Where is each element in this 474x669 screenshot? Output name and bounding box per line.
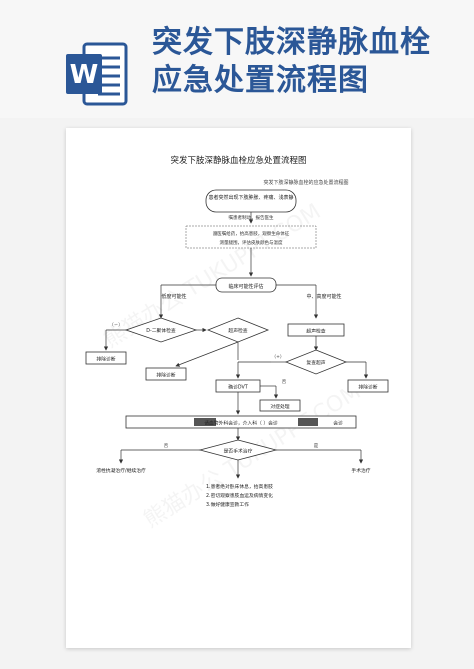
ultrasound-decision-label: 超声检查 <box>228 327 247 334</box>
step-notify: 嘱患者制动，报告医生 <box>229 214 274 221</box>
right-outcome-label: 手术治疗 <box>351 467 370 474</box>
ultrasound-recheck-label: 复查超声 <box>306 359 325 366</box>
left-outcome-label: 溶栓抗凝治疗/继续治疗 <box>96 467 146 474</box>
consult-label: 请血管外科会诊，介入科（ ）会诊 <box>204 420 278 427</box>
banner-title: 突发下肢深静脉血栓应急处置流程图 <box>152 25 431 98</box>
consult-blank-mark <box>194 418 216 426</box>
document-page: 突发下肢深静脉血栓应急处置流程图 熊猫办公 TUKUPPT.COM 熊猫办公 T… <box>66 128 411 648</box>
surgery-no-label: 否 <box>164 443 169 449</box>
low-probability-label: 低度可能性 <box>161 293 186 300</box>
confirm-dvt-label: 确诊DVT <box>228 384 247 391</box>
start-node <box>205 189 297 213</box>
flowchart: 突发下肢深静脉血栓的应急处置流程图 患者突然出现下肢肿胀、疼痛、浅表静 嘱患者制… <box>85 179 389 508</box>
exclude-right-label: 排除诊断 <box>358 384 377 391</box>
exclude-left-node <box>85 351 127 365</box>
negative-label: （－） <box>109 322 123 328</box>
svg-text:W: W <box>70 60 99 90</box>
word-document-icon: W <box>66 42 128 106</box>
treat-node <box>259 399 301 412</box>
surgery-yes-label: 是 <box>314 443 319 449</box>
treat-label: 对症处理 <box>270 403 289 410</box>
document-title: 突发下肢深静脉血栓应急处置流程图 <box>170 156 307 166</box>
exclude-mid-node <box>145 367 187 381</box>
positive-label: （+） <box>272 354 285 360</box>
exclude-left-label: 排除诊断 <box>96 356 115 363</box>
document-banner: W 突发下肢深静脉血栓应急处置流程图 <box>0 0 474 118</box>
d-dimer-label: D-二聚体检查 <box>146 327 176 334</box>
note-3: 3.做好健康宣教工作 <box>206 501 249 508</box>
consult-blank-mark <box>298 418 318 426</box>
d-dimer-decision <box>124 317 198 343</box>
note-2: 2.密切观察患肢血运及病情变化 <box>206 492 273 499</box>
exclude-mid-label: 排除诊断 <box>156 372 175 379</box>
note-1: 1.患者绝对卧床休息，抬高患肢 <box>206 483 273 490</box>
ultrasound-check-label: 超声检查 <box>306 328 325 335</box>
assess-probability-label: 临床可能性评估 <box>228 283 263 290</box>
ultrasound-recheck-decision <box>284 349 348 375</box>
step-orders-line2: 测量腿围，评估皮肤颜色与温度 <box>220 239 283 246</box>
surgery-decision-label: 是否手术治疗 <box>224 448 253 455</box>
consult-end-label: 会诊 <box>333 420 343 427</box>
exclude-right-node <box>347 379 389 393</box>
start-node-label: 患者突然出现下肢肿胀、疼痛、浅表静 <box>208 194 293 201</box>
step-orders: 遵医嘱给药，抬高患肢，观察生命体征 <box>213 230 290 237</box>
flowchart-subtitle: 突发下肢深静脉血栓的应急处置流程图 <box>263 179 348 186</box>
mid-high-probability-label: 中、高度可能性 <box>306 293 341 300</box>
no-label: 否 <box>282 379 287 385</box>
